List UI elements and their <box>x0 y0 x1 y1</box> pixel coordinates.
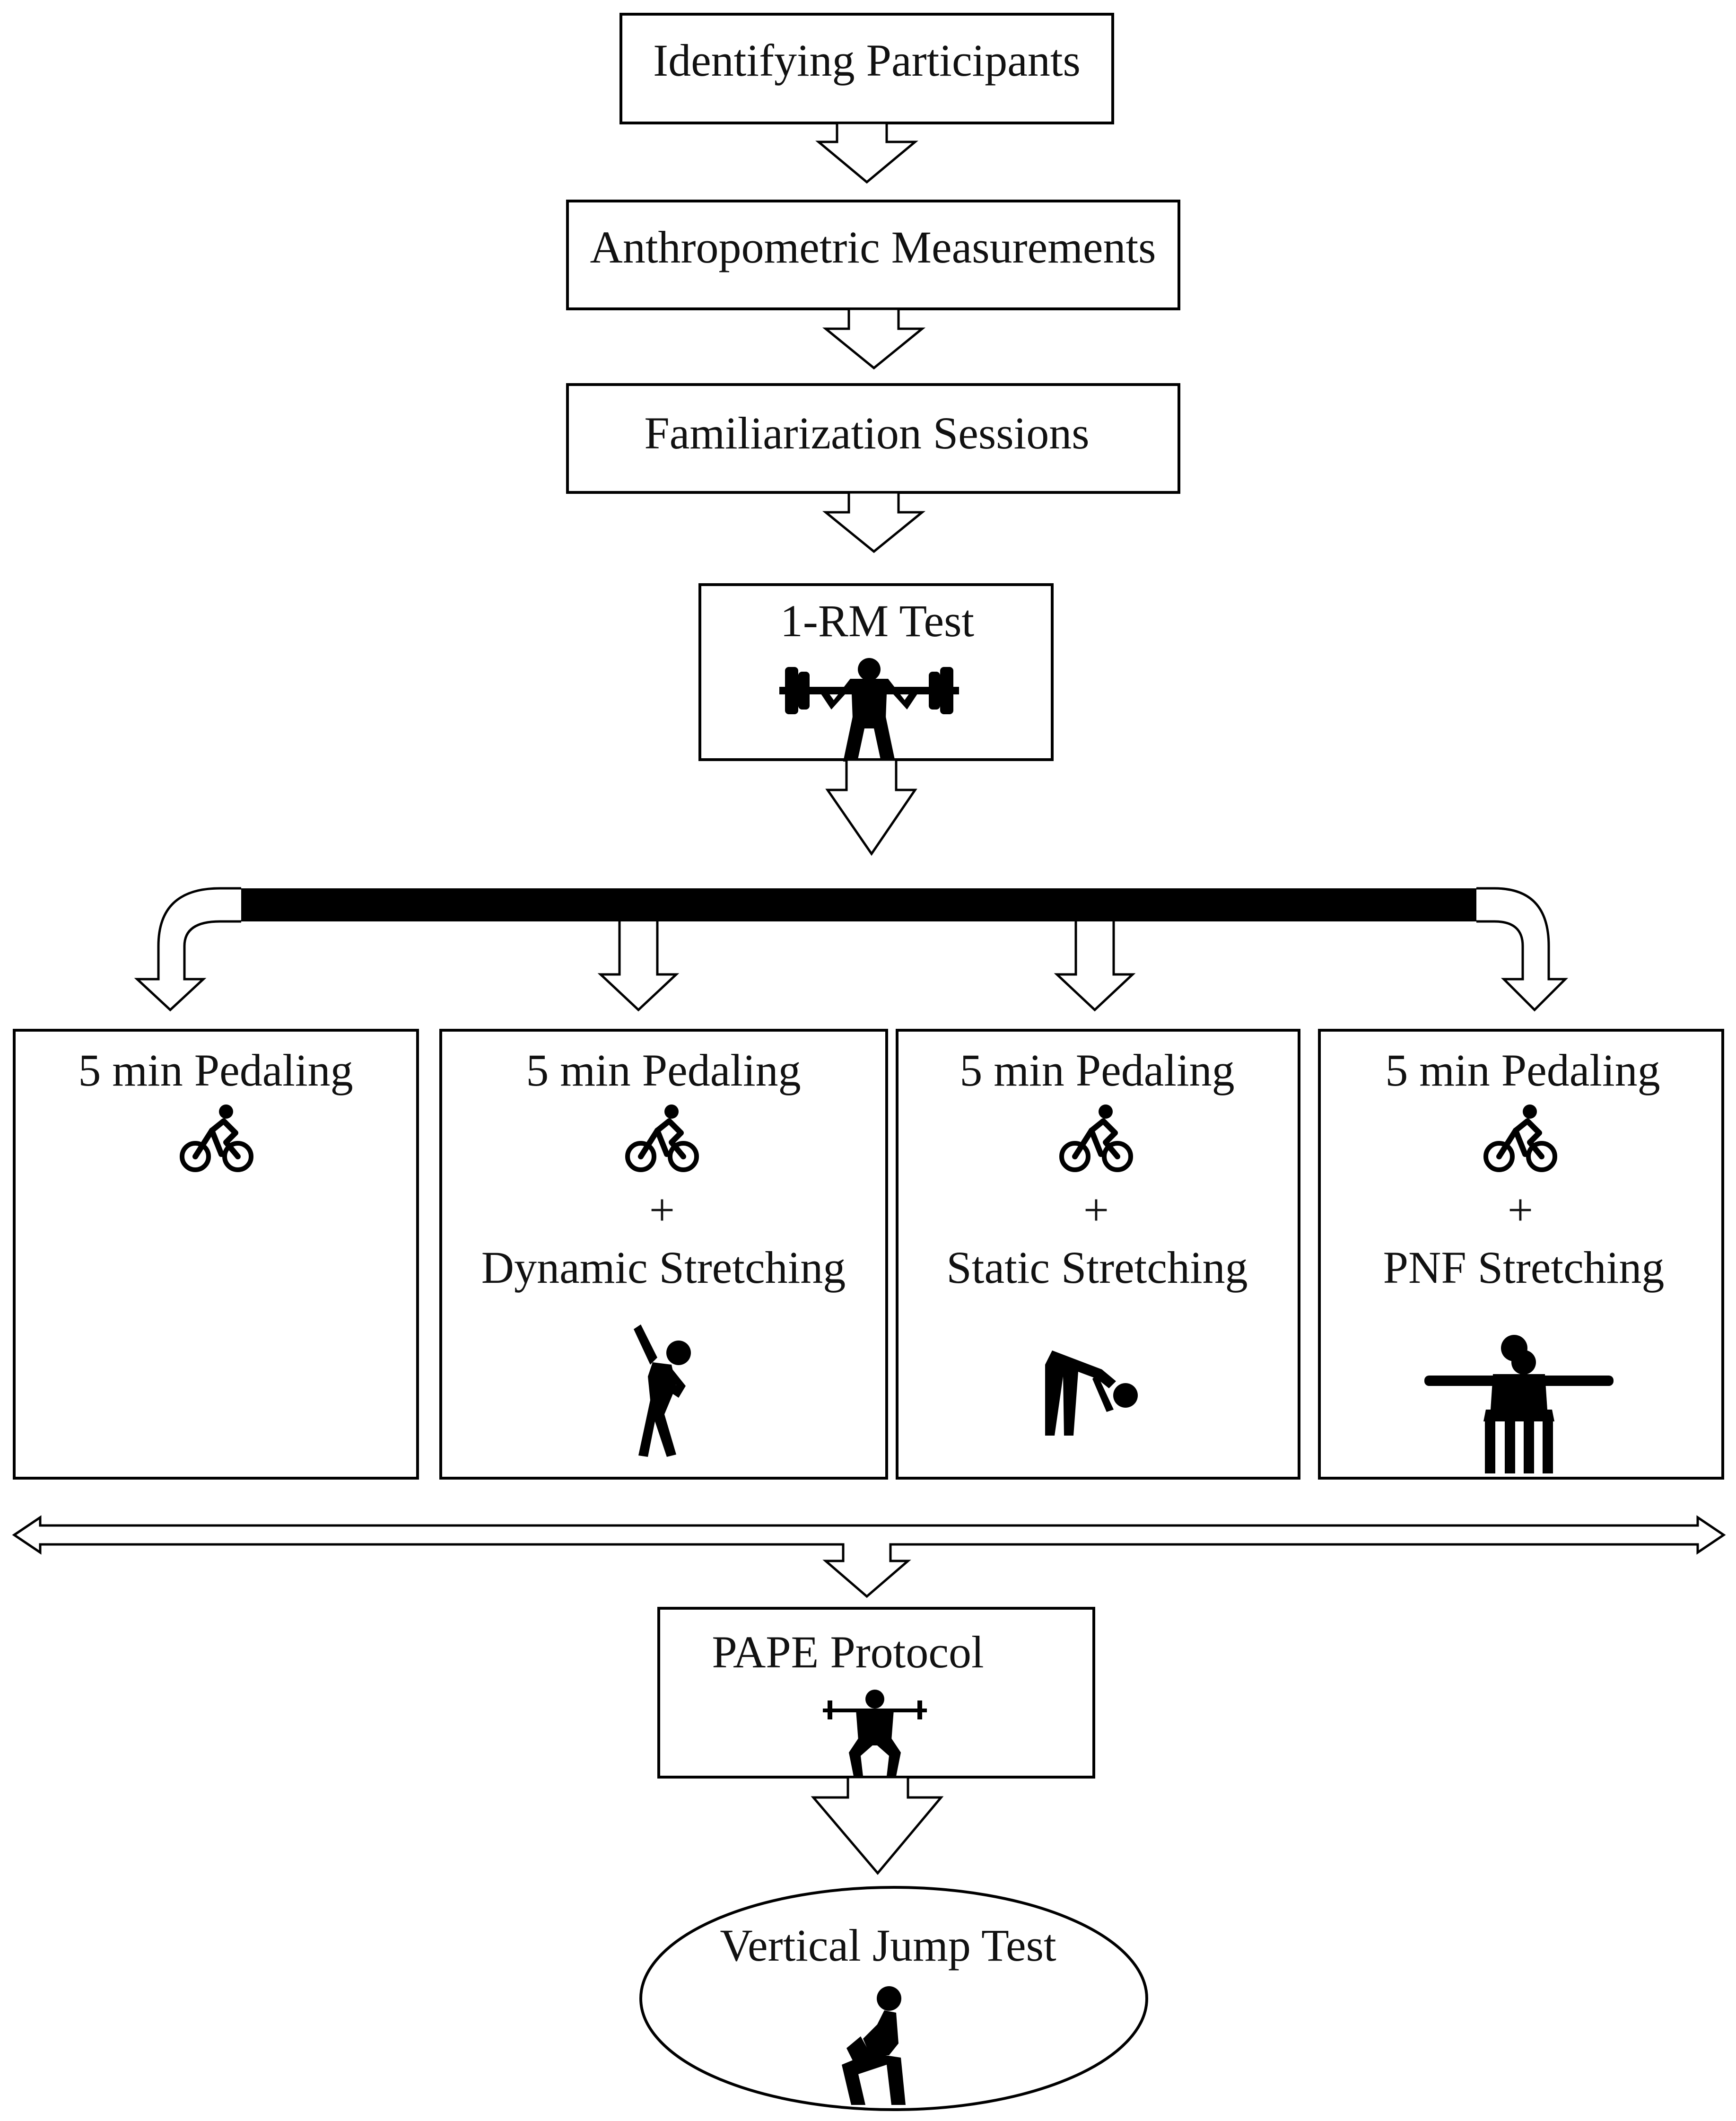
jump-squat-icon <box>842 1986 906 2105</box>
squat-icon <box>823 1690 927 1776</box>
convergence-arrow <box>12 1515 1726 1598</box>
arrow-3 <box>822 491 926 553</box>
condition-4-stretch: PNF Stretching <box>1383 1242 1665 1293</box>
branch-arrow-3 <box>1054 921 1136 1012</box>
vertical-jump-test-label: Vertical Jump Test <box>720 1920 1056 1971</box>
arrow-5 <box>811 1776 944 1875</box>
pape-protocol-label: PAPE Protocol <box>712 1627 984 1677</box>
dynamic-stretch-icon <box>634 1324 691 1457</box>
condition-4: 5 min Pedaling + PNF Stretching <box>1318 1029 1724 1480</box>
condition-3-plus: + <box>1083 1184 1109 1235</box>
branch-arrow-4 <box>1476 887 1569 1012</box>
arrow-4 <box>825 758 917 856</box>
anthropometric-measurements-label: Anthropometric Measurements <box>590 222 1156 272</box>
step-one-rm-test: 1-RM Test <box>698 583 1054 762</box>
arrow-2 <box>822 307 926 370</box>
step-identifying-participants: Identifying Participants <box>619 13 1114 124</box>
step-familiarization-sessions: Familiarization Sessions <box>566 383 1180 494</box>
arrow-1 <box>815 122 918 184</box>
identifying-participants-label: Identifying Participants <box>653 35 1081 86</box>
condition-2-plus: + <box>649 1184 675 1235</box>
step-pape-protocol: PAPE Protocol <box>657 1607 1095 1779</box>
one-rm-test-label: 1-RM Test <box>780 596 975 646</box>
pnf-stretch-icon <box>1424 1335 1614 1473</box>
condition-3-stretch: Static Stretching <box>946 1242 1247 1293</box>
branch-arrow-1 <box>134 887 241 1012</box>
condition-4-pedaling: 5 min Pedaling <box>1385 1045 1660 1096</box>
condition-2: 5 min Pedaling + Dynamic Stretching <box>439 1029 888 1480</box>
weightlifter-icon <box>779 658 959 762</box>
condition-3: 5 min Pedaling + Static Stretching <box>896 1029 1300 1480</box>
condition-1: 5 min Pedaling <box>13 1029 419 1480</box>
condition-2-pedaling: 5 min Pedaling <box>526 1045 801 1096</box>
condition-2-stretch: Dynamic Stretching <box>481 1242 846 1293</box>
condition-4-plus: + <box>1508 1184 1533 1235</box>
step-vertical-jump-test: Vertical Jump Test <box>639 1886 1148 2111</box>
condition-3-pedaling: 5 min Pedaling <box>960 1045 1234 1096</box>
branch-arrow-2 <box>597 921 680 1012</box>
static-stretch-icon <box>1045 1350 1138 1436</box>
step-anthropometric-measurements: Anthropometric Measurements <box>566 200 1180 310</box>
condition-1-pedaling: 5 min Pedaling <box>78 1045 353 1096</box>
familiarization-sessions-label: Familiarization Sessions <box>644 408 1089 458</box>
branch-bar <box>241 888 1476 921</box>
